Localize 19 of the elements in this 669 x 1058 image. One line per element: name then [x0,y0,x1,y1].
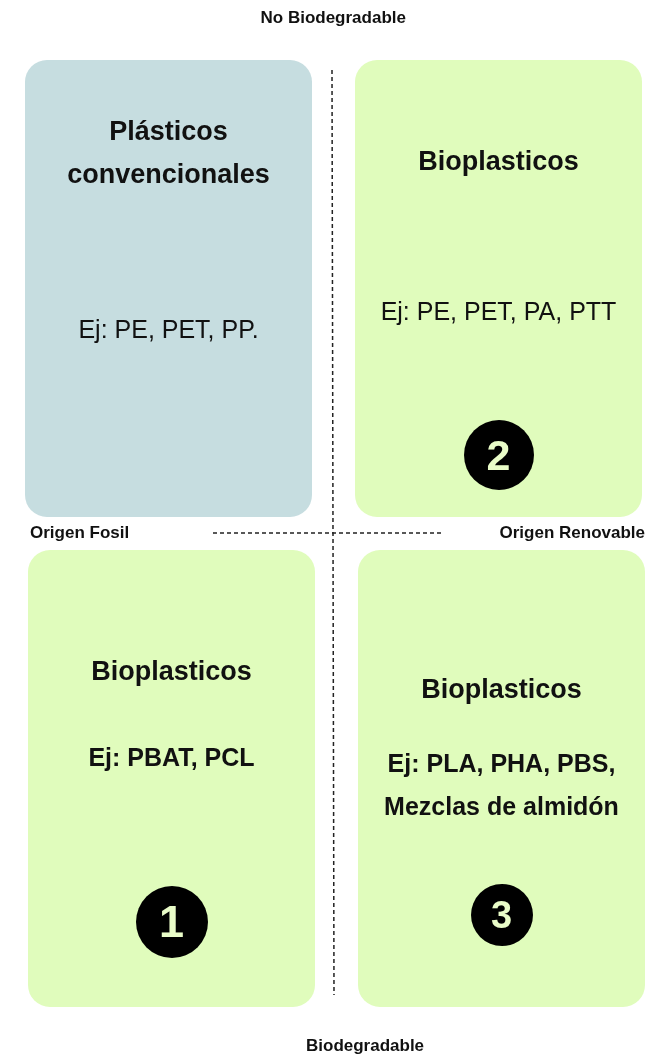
example-text: Ej: PE, PET, PA, PTT [379,296,618,327]
example-text: Ej: PLA, PHA, PBS, Mezclas de almidón [383,748,620,822]
number-badge: 2 [463,420,534,490]
example-text: Ej: PE, PET, PP. [77,314,260,345]
axis-label: Origen Renovable [499,523,645,543]
card-heading: Bioplasticos [417,145,580,178]
axis-label: No Biodegradable [260,8,406,28]
quadrant-card [25,60,312,517]
quadrant-card [355,60,642,517]
number-badge: 1 [135,886,208,958]
card-heading: Bioplasticos [420,673,583,706]
axis-label: Origen Fosil [30,523,130,543]
number-badge: 3 [470,884,533,946]
quadrant-card [358,550,645,1007]
axis-label: Biodegradable [306,1036,425,1056]
card-heading: Bioplasticos [90,655,253,688]
quadrant-card [28,550,315,1007]
example-text: Ej: PBAT, PCL [87,742,256,773]
card-heading: Plásticos convencionales [66,115,271,192]
